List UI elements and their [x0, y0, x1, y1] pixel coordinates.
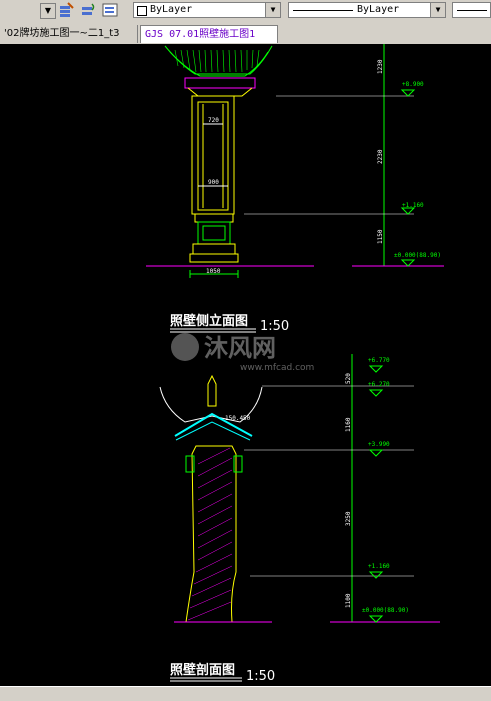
vdim-1100: 1100 [345, 593, 352, 608]
color-swatch [137, 6, 147, 16]
roof-ridge [174, 412, 253, 437]
section-hatch [187, 447, 233, 621]
vdim-520: 520 [345, 373, 352, 384]
column-body-inner [197, 101, 229, 211]
chevron-down-icon[interactable]: ▼ [430, 3, 445, 17]
layer-states-icon[interactable] [102, 2, 118, 18]
pedestal-base-1 [192, 243, 236, 255]
vdim-2230: 2230 [377, 149, 384, 164]
scale-side-elevation: 1:50 [260, 319, 289, 334]
elev-markers-top [400, 89, 416, 267]
pedestal-base-2 [189, 253, 239, 263]
caption-section: 照壁剖面图 [170, 662, 235, 678]
roof-left-outer [159, 386, 213, 423]
linetype-preview [293, 10, 353, 11]
bracket-left [185, 455, 195, 473]
document-tabbar: '02牌坊施工图一~二1_t3 GJS 07.01照壁施工图1 [0, 22, 491, 45]
dim-text-900: 900 [208, 179, 219, 186]
dim-text-720: 720 [208, 117, 219, 124]
elev-label-8900: +8.900 [402, 81, 424, 88]
elev-label-6270: +6.270 [368, 381, 390, 388]
scale-section: 1:50 [246, 669, 275, 684]
elev-label-b1160: +1.160 [368, 563, 390, 570]
finial [207, 374, 217, 407]
roof-ridge-inner [175, 421, 251, 441]
lineweight-combo[interactable] [452, 2, 491, 18]
layer-manager-icon[interactable] [58, 2, 74, 18]
watermark: 沐风网 www.mfcad.com [171, 333, 314, 373]
capital-outline [187, 87, 253, 97]
cad-drawing[interactable]: 720 900 1050 1230 2230 1 [0, 44, 491, 686]
vdim-1150: 1150 [377, 229, 384, 244]
vdim-1230: 1230 [377, 59, 384, 74]
roof-eave-inner [169, 51, 269, 77]
caption-side-elevation: 照壁侧立面图 [170, 313, 248, 329]
elev-label-ground-top: ±0.000(88.90) [394, 252, 441, 259]
chevron-down-icon[interactable]: ▼ [265, 3, 280, 17]
brand-logo-icon [171, 333, 199, 361]
watermark-brand: 沐风网 [204, 334, 276, 362]
vdim-1160: 1160 [345, 417, 352, 432]
elev-label-6770: +6.770 [368, 357, 390, 364]
elev-label-1160: +1.160 [402, 202, 424, 209]
tab-document-1[interactable]: '02牌坊施工图一~二1_t3 [0, 25, 138, 43]
layer-previous-icon[interactable] [80, 2, 96, 18]
bracket-right [233, 455, 243, 473]
lineweight-preview [457, 10, 487, 11]
bracket-band [184, 77, 256, 89]
elev-markers-bottom [368, 365, 384, 623]
chevron-down-icon[interactable]: ▼ [40, 3, 56, 19]
dim-text-roof: 150.450 [225, 415, 251, 422]
pedestal-top [194, 213, 234, 223]
elev-label-ground-bottom: ±0.000(88.90) [362, 607, 409, 614]
section-drawing: 150.450 520 1160 3250 1100 +6.77 [159, 354, 440, 684]
watermark-url: www.mfcad.com [240, 363, 314, 373]
pedestal-inset [202, 225, 226, 241]
properties-toolbar: ▼ ByLayer ▼ ByLayer ▼ [0, 0, 491, 23]
status-bar [0, 686, 491, 701]
dim-text-1050: 1050 [206, 268, 221, 275]
drawing-canvas[interactable]: 720 900 1050 1230 2230 1 [0, 44, 491, 686]
roof-tile-hatch [174, 49, 260, 73]
linetype-combo[interactable]: ByLayer ▼ [288, 2, 446, 18]
color-combo[interactable]: ByLayer ▼ [133, 2, 281, 18]
side-elevation-drawing: 720 900 1050 1230 2230 1 [146, 44, 444, 334]
vdim-3250: 3250 [345, 511, 352, 526]
elev-label-3990: +3.990 [368, 441, 390, 448]
roof-right-outer [211, 386, 263, 423]
tab-document-2[interactable]: GJS 07.01照壁施工图1 [140, 25, 278, 43]
color-combo-value: ByLayer [150, 4, 193, 15]
linetype-combo-value: ByLayer [357, 4, 400, 15]
